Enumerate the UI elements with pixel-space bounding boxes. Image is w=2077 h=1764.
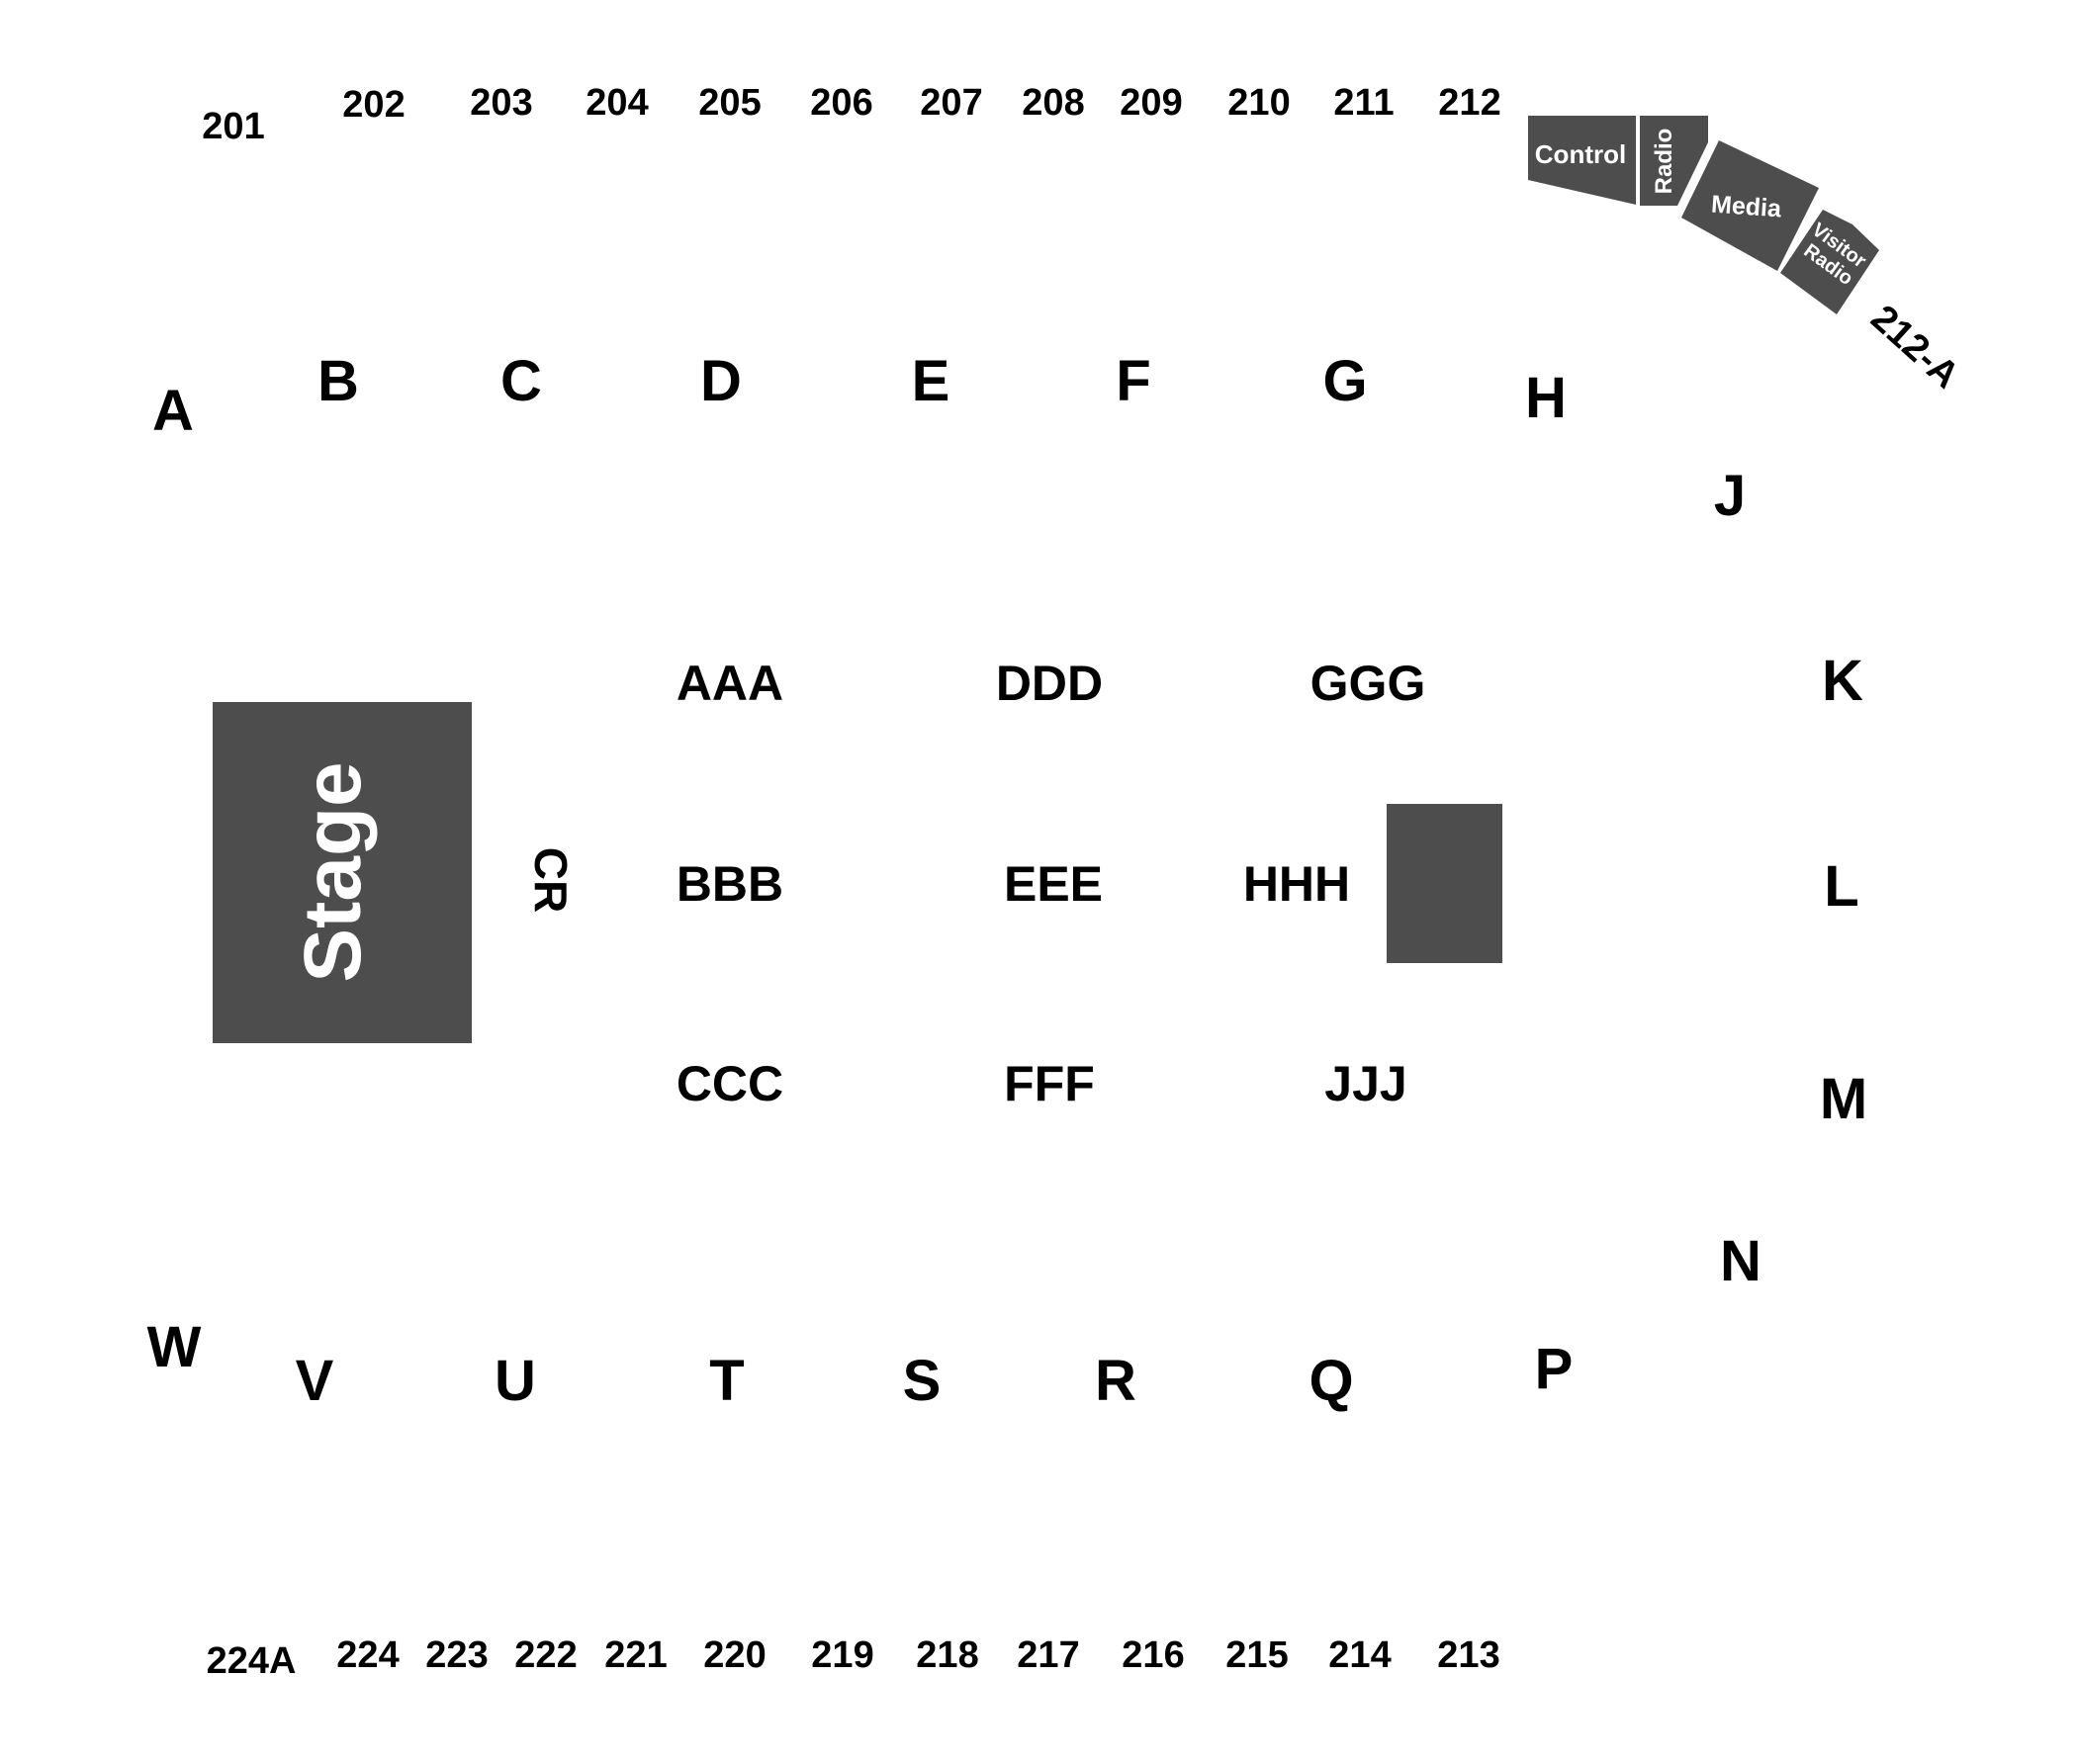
section-m[interactable]: M: [1820, 1067, 1867, 1131]
stage: [213, 702, 472, 1043]
media-label: Media: [1710, 191, 1783, 223]
section-219[interactable]: 219: [811, 1634, 873, 1676]
section-ddd[interactable]: DDD: [996, 656, 1103, 711]
upper-sections-top: 201 202 203 204 205 206 207 208 209 210 …: [202, 82, 1500, 147]
media-box[interactable]: [1681, 140, 1819, 271]
section-s[interactable]: S: [903, 1349, 942, 1413]
section-c[interactable]: C: [500, 349, 542, 413]
section-jjj[interactable]: JJJ: [1324, 1056, 1406, 1111]
cr-label[interactable]: CR: [525, 847, 577, 913]
section-212-a[interactable]: 212-A: [1863, 298, 1967, 397]
section-205[interactable]: 205: [698, 82, 761, 124]
stage-label: Stage: [288, 761, 378, 982]
radio-box[interactable]: [1640, 116, 1708, 206]
section-ggg[interactable]: GGG: [1310, 656, 1426, 711]
section-209[interactable]: 209: [1120, 82, 1182, 124]
section-hhh[interactable]: HHH: [1243, 856, 1350, 912]
lower-sections-top: A B C D E F G H: [152, 349, 1567, 443]
section-u[interactable]: U: [495, 1349, 536, 1413]
lower-sections-bottom: W V U T S R Q P: [147, 1315, 1574, 1413]
section-e[interactable]: E: [912, 349, 950, 413]
section-217[interactable]: 217: [1017, 1634, 1079, 1676]
section-fff[interactable]: FFF: [1004, 1056, 1095, 1111]
section-l[interactable]: L: [1824, 854, 1858, 919]
mix-position: [1387, 804, 1502, 963]
section-g[interactable]: G: [1322, 349, 1367, 413]
lower-sections-right: J K L M N: [1714, 464, 1867, 1293]
section-k[interactable]: K: [1822, 649, 1863, 713]
section-aaa[interactable]: AAA: [677, 656, 783, 711]
section-j[interactable]: J: [1714, 464, 1746, 528]
section-ccc[interactable]: CCC: [677, 1056, 783, 1111]
section-v[interactable]: V: [296, 1349, 334, 1413]
section-r[interactable]: R: [1095, 1349, 1136, 1413]
section-202[interactable]: 202: [342, 84, 405, 126]
section-214[interactable]: 214: [1328, 1634, 1391, 1676]
section-a[interactable]: A: [152, 379, 194, 443]
control-label: Control: [1535, 139, 1626, 169]
section-215[interactable]: 215: [1225, 1634, 1288, 1676]
section-218[interactable]: 218: [916, 1634, 978, 1676]
section-216[interactable]: 216: [1122, 1634, 1184, 1676]
section-w[interactable]: W: [147, 1315, 202, 1379]
section-223[interactable]: 223: [425, 1634, 488, 1676]
section-206[interactable]: 206: [810, 82, 872, 124]
press-boxes: Control Radio Media Visitor Radio 212-A: [1528, 116, 1967, 397]
section-220[interactable]: 220: [703, 1634, 766, 1676]
floor-sections: AAA DDD GGG BBB EEE HHH CCC FFF JJJ: [677, 656, 1426, 1111]
section-212[interactable]: 212: [1438, 82, 1500, 124]
section-t[interactable]: T: [709, 1349, 744, 1413]
section-210[interactable]: 210: [1227, 82, 1290, 124]
section-204[interactable]: 204: [586, 82, 648, 124]
section-f[interactable]: F: [1116, 349, 1150, 413]
section-h[interactable]: H: [1525, 366, 1567, 430]
section-208[interactable]: 208: [1022, 82, 1084, 124]
section-213[interactable]: 213: [1437, 1634, 1499, 1676]
section-203[interactable]: 203: [470, 82, 532, 124]
section-eee[interactable]: EEE: [1004, 856, 1103, 912]
section-p[interactable]: P: [1535, 1337, 1574, 1401]
section-bbb[interactable]: BBB: [677, 856, 783, 912]
section-221[interactable]: 221: [604, 1634, 667, 1676]
section-b[interactable]: B: [317, 349, 359, 413]
section-d[interactable]: D: [700, 349, 742, 413]
section-q[interactable]: Q: [1309, 1349, 1353, 1413]
section-224[interactable]: 224: [336, 1634, 399, 1676]
section-201[interactable]: 201: [202, 106, 264, 147]
visitor-radio-box[interactable]: [1780, 210, 1879, 314]
upper-sections-bottom: 224A 224 223 222 221 220 219 218 217 216…: [207, 1634, 1500, 1682]
section-211[interactable]: 211: [1333, 82, 1394, 124]
section-n[interactable]: N: [1720, 1229, 1761, 1293]
floor: Stage CR AAA DDD GGG BBB EEE HHH CCC FFF…: [213, 656, 1502, 1111]
radio-label: Radio: [1651, 129, 1677, 195]
section-222[interactable]: 222: [514, 1634, 577, 1676]
section-224a[interactable]: 224A: [207, 1640, 297, 1682]
control-box[interactable]: [1528, 116, 1636, 205]
section-207[interactable]: 207: [920, 82, 982, 124]
